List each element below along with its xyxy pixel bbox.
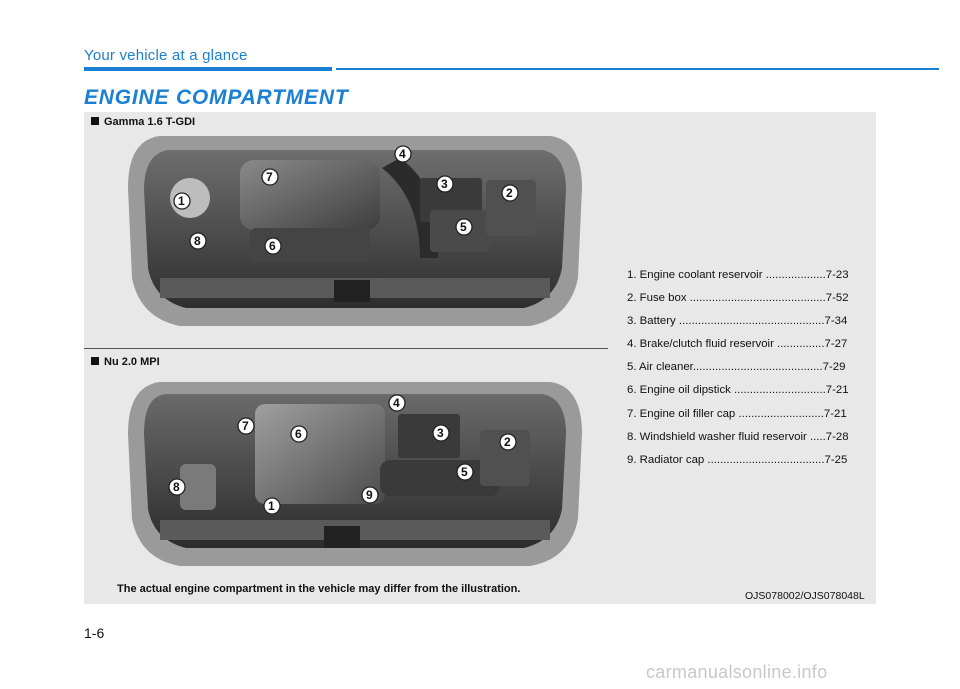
callout-5-label: 5 <box>460 220 467 234</box>
legend-item: 8. Windshield washer fluid reservoir ...… <box>627 430 849 443</box>
callout-3: 3 <box>432 424 450 442</box>
variant-label-text: Nu 2.0 MPI <box>104 356 160 368</box>
callout-3: 3 <box>436 175 454 193</box>
callouts-nu: 1 2 3 4 5 6 7 8 9 <box>168 394 517 515</box>
callouts-gamma: 1 2 3 4 5 6 7 8 <box>173 145 519 255</box>
callout-3-label: 3 <box>437 426 444 440</box>
section-label: Your vehicle at a glance <box>84 47 248 64</box>
intake-manifold <box>250 228 370 262</box>
legend-item: 7. Engine oil filler cap ...............… <box>627 407 847 420</box>
callout-2: 2 <box>501 184 519 202</box>
callout-6-label: 6 <box>269 239 276 253</box>
callout-1-label: 1 <box>268 499 275 513</box>
legend-item: 9. Radiator cap ........................… <box>627 453 848 466</box>
callout-6: 6 <box>264 237 282 255</box>
callout-9: 9 <box>361 486 379 504</box>
image-code: OJS078002/OJS078048L <box>745 590 865 602</box>
battery-block <box>398 414 460 458</box>
fuse-box <box>486 180 536 236</box>
callout-8: 8 <box>168 478 186 496</box>
section-rule-thin <box>336 68 939 70</box>
bullet-square-icon <box>91 357 99 365</box>
fuse-box <box>480 430 530 486</box>
callout-1: 1 <box>263 497 281 515</box>
callout-4-label: 4 <box>399 147 406 161</box>
panel-divider <box>84 348 608 349</box>
engine-illustration-gamma: 1 2 3 4 5 6 7 8 <box>128 136 582 326</box>
watermark: carmanualsonline.info <box>646 662 828 682</box>
engine-illustration-nu: 1 2 3 4 5 6 7 8 9 <box>128 382 582 566</box>
callout-4-label: 4 <box>393 396 400 410</box>
variant-label-text: Gamma 1.6 T-GDI <box>104 116 196 128</box>
callout-5-label: 5 <box>461 465 468 479</box>
variant-label-gamma: Gamma 1.6 T-GDI <box>91 116 195 128</box>
callout-2-label: 2 <box>506 186 513 200</box>
hood-latch <box>334 280 370 302</box>
callout-8-label: 8 <box>194 234 201 248</box>
legend-item: 5. Air cleaner..........................… <box>627 361 846 374</box>
page-title: ENGINE COMPARTMENT <box>84 86 349 109</box>
callout-3-label: 3 <box>441 177 448 191</box>
callout-7: 7 <box>261 168 279 186</box>
callout-6: 6 <box>290 425 308 443</box>
page-number: 1-6 <box>84 625 105 641</box>
section-rule-thick <box>84 67 332 71</box>
callout-9-label: 9 <box>366 488 373 502</box>
legend-item: 6. Engine oil dipstick .................… <box>627 384 849 397</box>
legend-item: 1. Engine coolant reservoir ............… <box>627 269 849 281</box>
legend-item: 4. Brake/clutch fluid reservoir ........… <box>627 338 848 351</box>
callout-5: 5 <box>456 463 474 481</box>
footer-note: The actual engine compartment in the veh… <box>117 583 521 595</box>
callout-1: 1 <box>173 192 191 210</box>
callout-4: 4 <box>394 145 412 163</box>
air-duct <box>382 158 439 258</box>
engine-cover <box>255 404 385 504</box>
callout-7-label: 7 <box>242 419 249 433</box>
callout-8-label: 8 <box>173 480 180 494</box>
callout-5: 5 <box>455 218 473 236</box>
washer-reservoir <box>180 464 216 510</box>
callout-6-label: 6 <box>295 427 302 441</box>
callout-7-label: 7 <box>266 170 273 184</box>
variant-label-nu: Nu 2.0 MPI <box>91 356 160 368</box>
bullet-square-icon <box>91 117 99 125</box>
callout-4: 4 <box>388 394 406 412</box>
callout-2: 2 <box>499 433 517 451</box>
engine-cover <box>240 160 380 230</box>
legend-item: 3. Battery .............................… <box>627 315 848 328</box>
callout-7: 7 <box>237 417 255 435</box>
component-legend: 1. Engine coolant reservoir ............… <box>627 264 867 472</box>
legend-item: 2. Fuse box ............................… <box>627 292 849 305</box>
callout-1-label: 1 <box>178 194 185 208</box>
callout-2-label: 2 <box>504 435 511 449</box>
callout-8: 8 <box>189 232 207 250</box>
hood-latch <box>324 526 360 548</box>
